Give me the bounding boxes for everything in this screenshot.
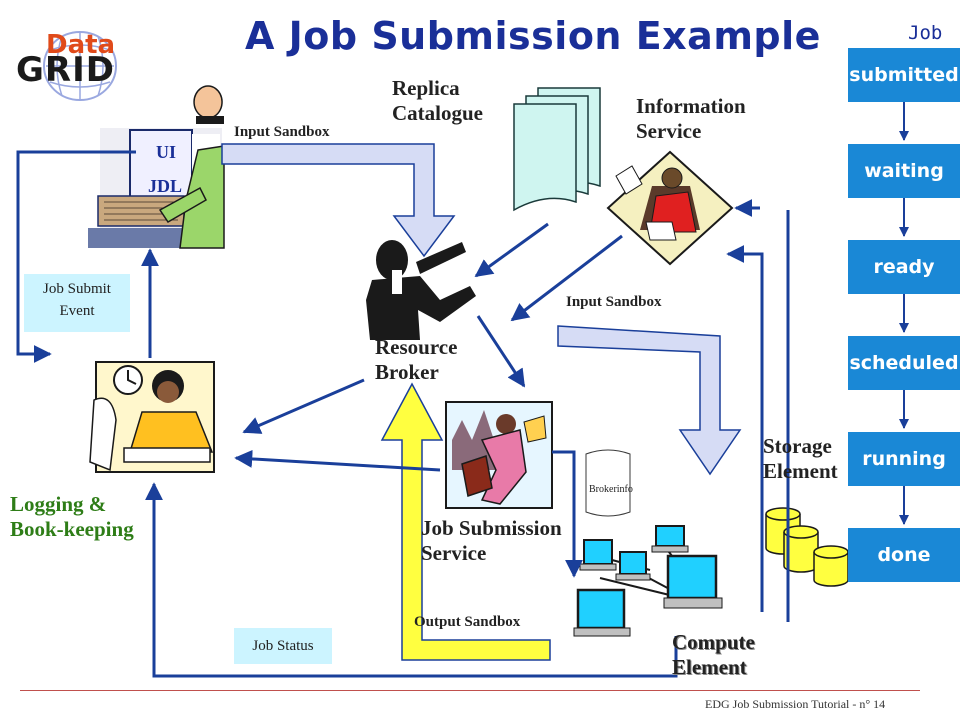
compute-element-label-line2: Element: [672, 655, 747, 679]
storage-element-label-line2: Element: [763, 459, 838, 483]
job-submission-service-label: Job Submission Service: [421, 516, 562, 566]
compute-element-label-line1: Compute: [672, 630, 755, 654]
job-state-waiting: waiting: [848, 144, 960, 198]
connector-broker-to-jss: [476, 315, 526, 388]
replica-catalogue-label: Replica Catalogue: [392, 76, 483, 126]
information-service-label-line1: Information: [636, 94, 746, 118]
input-sandbox-arrow-top: [221, 143, 456, 258]
page-title: A Job Submission Example: [245, 14, 821, 58]
information-service-label: Information Service: [636, 94, 746, 144]
job-state-submitted: submitted: [848, 48, 960, 102]
storage-element-icon: [765, 507, 849, 587]
input-sandbox-right-label: Input Sandbox: [566, 294, 662, 310]
storage-element-label-line1: Storage: [763, 434, 832, 458]
connector-ui-to-event: [16, 150, 136, 363]
connector-broker-to-logging: [242, 378, 365, 434]
resource-broker-icon: [366, 240, 476, 340]
logging-label-line2: Book-keeping: [10, 517, 134, 541]
ui-workstation-icon: [88, 85, 225, 249]
connector-catalogue-to-broker: [474, 222, 549, 278]
job-state-done: done: [848, 528, 960, 582]
compute-element-icon: [573, 525, 723, 637]
job-states-header: Job: [908, 22, 943, 44]
information-service-icon: [606, 150, 734, 266]
footer-divider: [20, 690, 920, 691]
connector-jss-to-logging: [234, 449, 441, 472]
job-state-ready: ready: [848, 240, 960, 294]
job-state-running: running: [848, 432, 960, 486]
resource-broker-label-line2: Broker: [375, 360, 439, 384]
logo-text-data: Data: [46, 30, 116, 60]
job-submit-event-line1: Job Submit: [43, 281, 111, 297]
replica-catalogue-icon: [513, 87, 601, 212]
job-submit-event-line2: Event: [59, 303, 95, 319]
connector-info-to-broker: [510, 234, 623, 322]
job-submission-service-label-line1: Job Submission: [421, 516, 562, 540]
jdl-label: JDL: [148, 176, 183, 196]
logging-label: Logging & Book-keeping: [10, 492, 134, 542]
input-sandbox-arrow-right: [557, 325, 742, 476]
logging-label-line1: Logging &: [10, 492, 107, 516]
replica-catalogue-label-line1: Replica: [392, 76, 460, 100]
resource-broker-label-line1: Resource: [375, 335, 458, 359]
output-sandbox-arrow: [380, 382, 551, 661]
brokerinfo-label: Brokerinfo: [589, 484, 633, 495]
logging-bookkeeping-icon: [89, 361, 215, 473]
connector-ce-to-info: [726, 245, 764, 612]
replica-catalogue-label-line2: Catalogue: [392, 101, 483, 125]
connectors: [16, 150, 790, 678]
connector-jss-to-ce: [552, 450, 583, 578]
brokerinfo-document-icon: [585, 449, 631, 517]
storage-element-label: Storage Element: [763, 434, 847, 484]
connector-storage-to-info: [736, 208, 790, 622]
input-sandbox-top-label: Input Sandbox: [234, 124, 330, 140]
connector-ce-to-logging: [145, 482, 678, 678]
resource-broker-label: Resource Broker: [375, 335, 457, 385]
output-sandbox-label: Output Sandbox: [414, 614, 521, 630]
job-status-box: Job Status: [234, 628, 332, 664]
logo-text-grid: GRID: [16, 50, 115, 90]
job-submission-service-icon: [445, 401, 553, 509]
information-service-label-line2: Service: [636, 119, 702, 143]
job-state-scheduled: scheduled: [848, 336, 960, 390]
job-submission-service-label-line2: Service: [421, 541, 487, 565]
compute-element-label: Compute Element: [672, 630, 755, 680]
datagrid-logo: [43, 31, 117, 101]
job-submit-event-box: Job Submit Event: [24, 274, 130, 332]
ui-label: UI: [156, 142, 177, 162]
footer-text: EDG Job Submission Tutorial - n° 14: [705, 697, 886, 711]
